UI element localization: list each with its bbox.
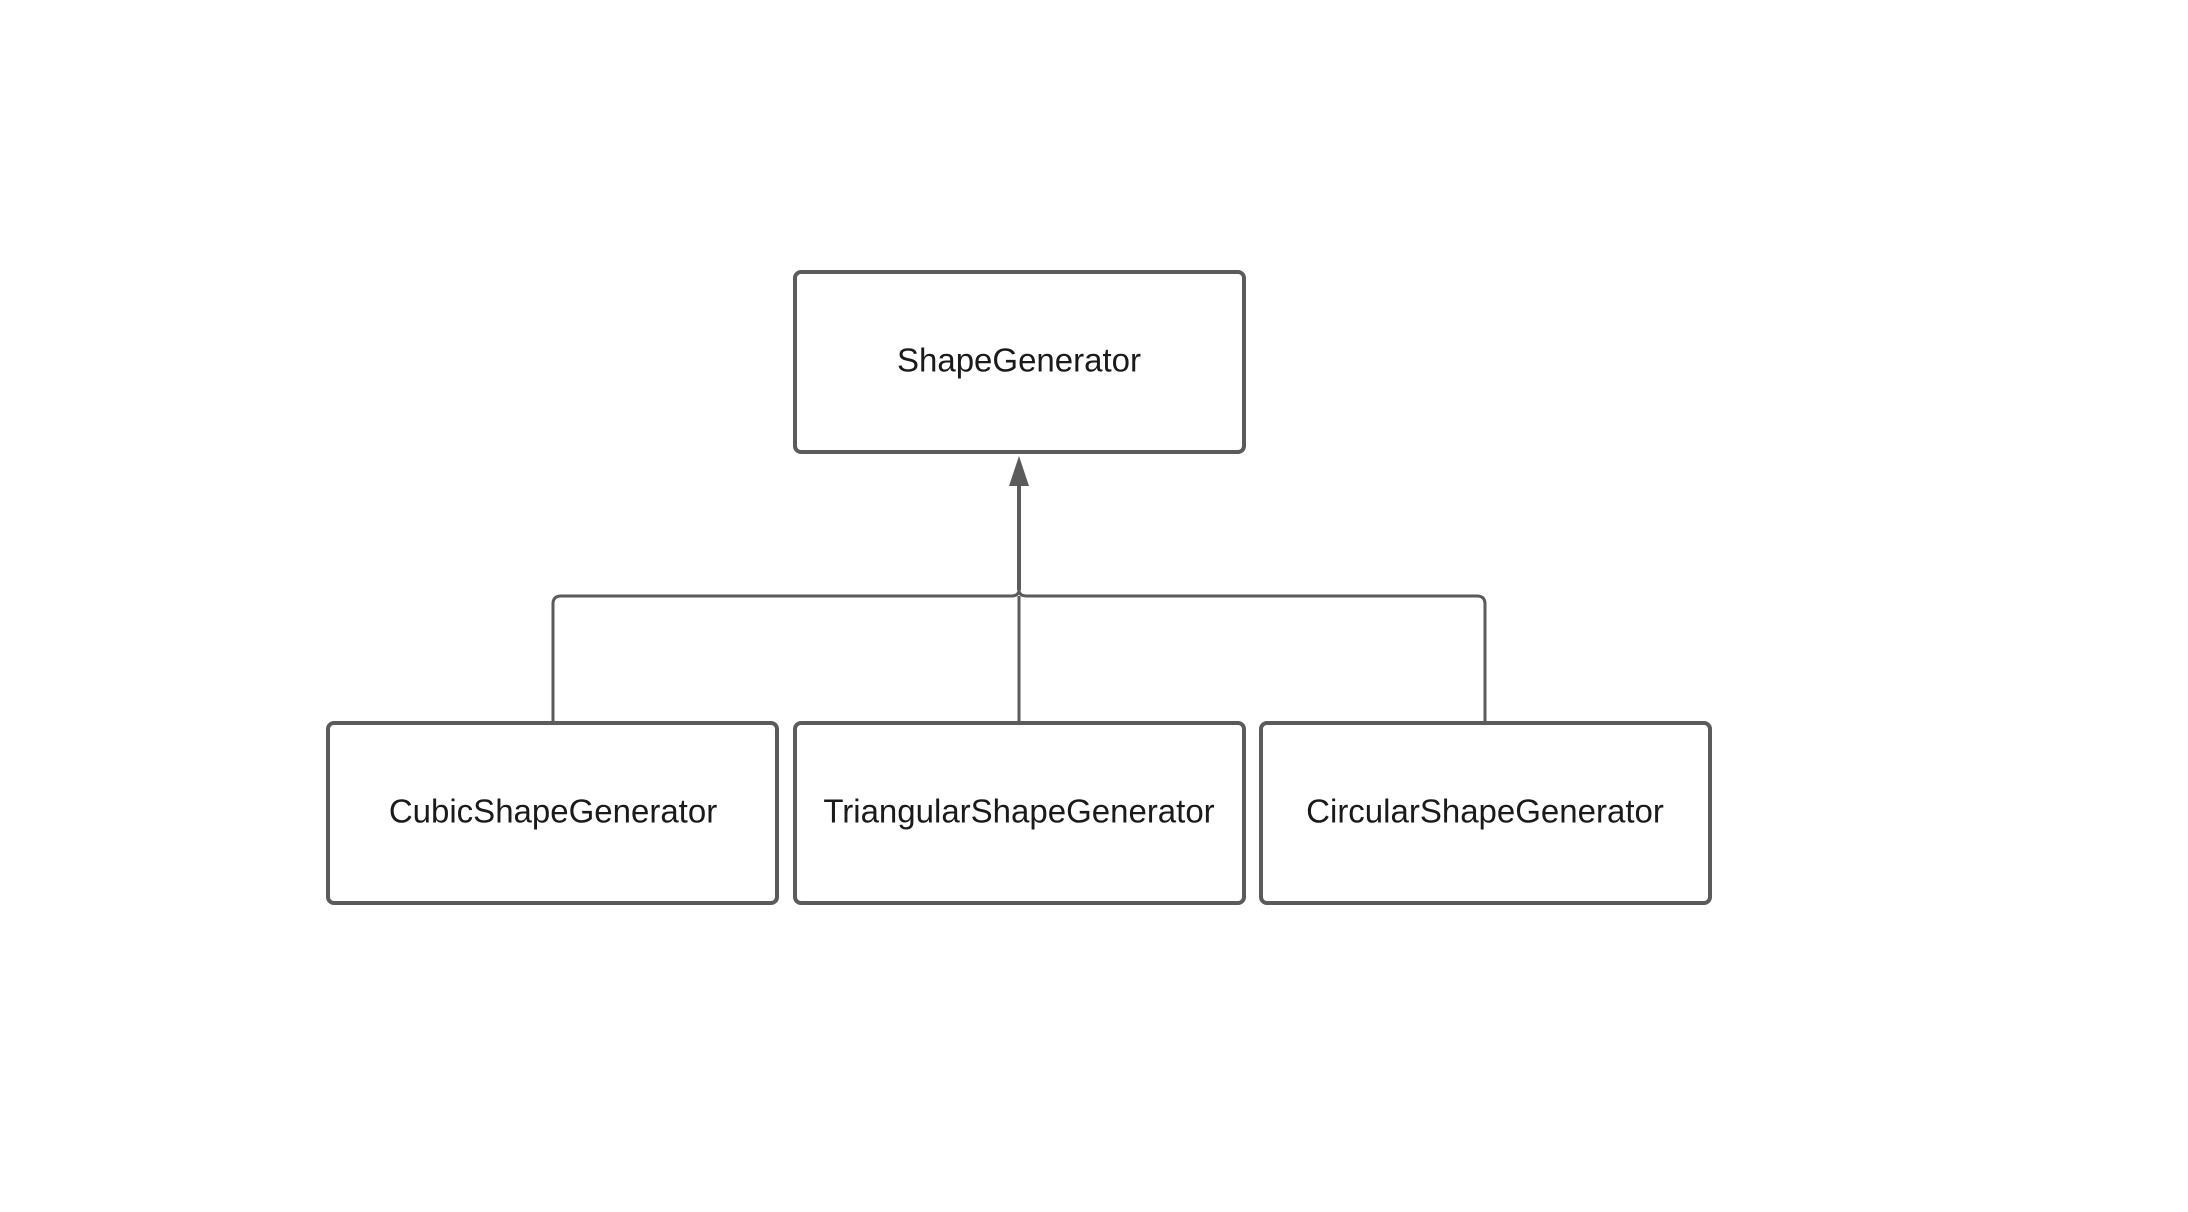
node-circular-shape-generator-box bbox=[1259, 721, 1712, 905]
edge-cubic-to-shape-generator bbox=[551, 589, 1021, 722]
node-circular-shape-generator-label: CircularShapeGenerator bbox=[1306, 793, 1664, 830]
node-triangular-shape-generator-label: TriangularShapeGenerator bbox=[823, 793, 1214, 830]
arrow-head bbox=[1009, 456, 1029, 486]
inheritance-connectors bbox=[551, 456, 1487, 722]
node-cubic-shape-generator-label: CubicShapeGenerator bbox=[389, 793, 717, 830]
node-shape-generator-label: ShapeGenerator bbox=[897, 342, 1141, 379]
node-cubic-shape-generator-box bbox=[326, 721, 779, 905]
node-shape-generator-box bbox=[793, 270, 1246, 454]
node-circular-shape-generator[interactable]: CircularShapeGenerator bbox=[1259, 721, 1712, 905]
node-shape-generator[interactable]: ShapeGenerator bbox=[793, 270, 1246, 454]
node-triangular-shape-generator-box bbox=[793, 721, 1246, 905]
node-triangular-shape-generator[interactable]: TriangularShapeGenerator bbox=[793, 721, 1246, 905]
node-cubic-shape-generator[interactable]: CubicShapeGenerator bbox=[326, 721, 779, 905]
edge-circular-to-shape-generator bbox=[1017, 589, 1487, 722]
